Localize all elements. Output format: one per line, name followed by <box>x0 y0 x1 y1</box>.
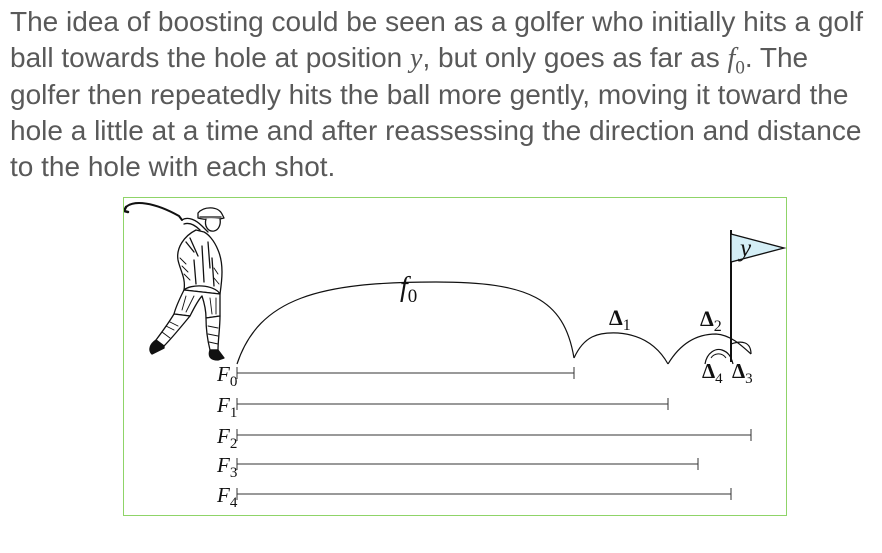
label-delta4: Δ4 <box>702 359 723 387</box>
boosting-golf-figure: y f0 Δ1 Δ2 Δ4 Δ3 <box>123 197 787 516</box>
arc-f0 <box>236 281 575 365</box>
label-f0: f0 <box>400 272 417 307</box>
arc-delta4 <box>704 348 734 365</box>
range-bars <box>236 367 752 500</box>
intro-text-1: The idea of boosting could be seen as a … <box>10 6 863 73</box>
intro-text-2: , but only goes as far as <box>422 42 728 73</box>
arc-delta3 <box>730 341 752 355</box>
label-F4: F4 <box>216 483 238 511</box>
intro-text-3: . The golfer then repeatedly hits the ba… <box>10 42 862 182</box>
arc-delta1 <box>573 332 669 365</box>
y-symbol: y <box>410 43 423 74</box>
label-F2: F2 <box>216 424 237 452</box>
hole-flag: y <box>730 230 787 362</box>
arc-delta2 <box>667 333 752 365</box>
label-delta1: Δ1 <box>609 305 631 334</box>
flag-label: y <box>737 235 752 262</box>
label-F3: F3 <box>216 453 237 481</box>
label-delta3: Δ3 <box>732 359 753 387</box>
shot-arcs <box>236 281 752 365</box>
f0-symbol: f0 <box>727 43 745 79</box>
label-F1: F1 <box>216 393 237 421</box>
golfer-illustration <box>124 202 225 361</box>
golf-diagram: y f0 Δ1 Δ2 Δ4 Δ3 <box>124 202 787 511</box>
label-F0: F0 <box>216 362 237 390</box>
label-delta2: Δ2 <box>700 306 722 335</box>
intro-paragraph: The idea of boosting could be seen as a … <box>10 4 880 185</box>
